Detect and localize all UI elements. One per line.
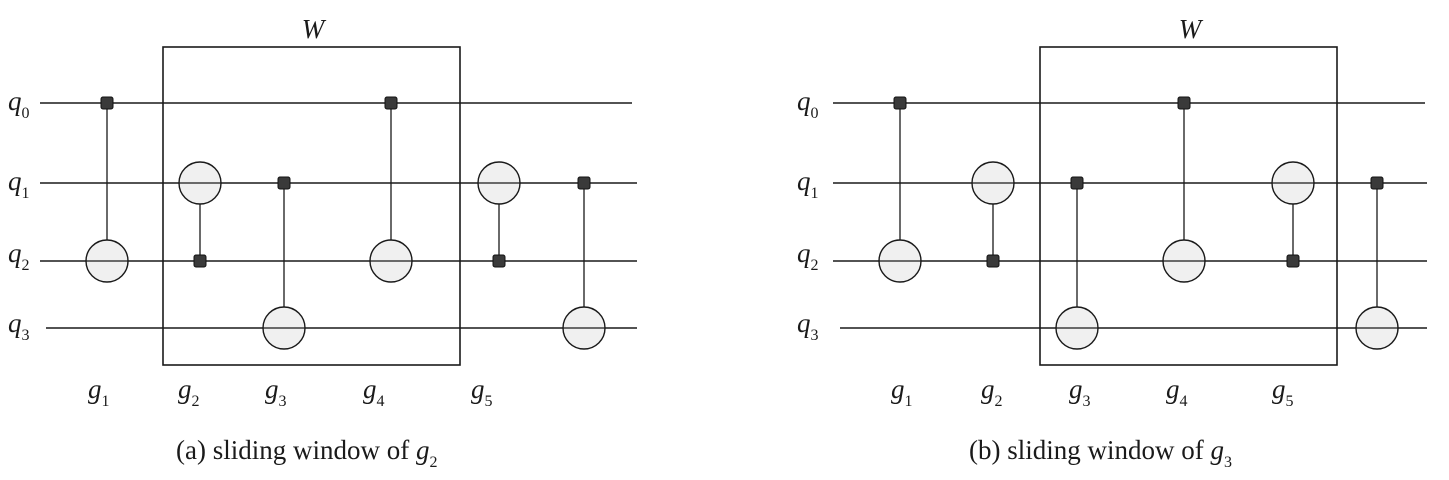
sliding-window-box bbox=[162, 46, 461, 366]
gate-label-g4: g4 bbox=[1166, 374, 1188, 410]
gate-label-g2: g2 bbox=[981, 374, 1003, 410]
gate-label-g1: g1 bbox=[891, 374, 913, 410]
control-dot bbox=[277, 176, 291, 190]
caption-b: (b) sliding window of g3 bbox=[969, 435, 1232, 471]
gate-label-g3: g3 bbox=[1069, 374, 1091, 410]
cnot-gate-g3 bbox=[1055, 176, 1099, 350]
panel-a: W q0 q1 q2 q3 bbox=[8, 14, 637, 471]
control-dot bbox=[100, 96, 114, 110]
window-label: W bbox=[302, 14, 327, 44]
control-dot bbox=[1370, 176, 1384, 190]
qubit-label-q0: q0 bbox=[797, 86, 819, 122]
control-dot bbox=[193, 254, 207, 268]
qubit-label-q2: q2 bbox=[797, 238, 819, 274]
control-dot bbox=[893, 96, 907, 110]
cnot-gate-g5 bbox=[1271, 161, 1315, 268]
cnot-gate-g1 bbox=[878, 96, 922, 283]
cnot-gate-g2 bbox=[178, 161, 222, 268]
qubit-label-q0: q0 bbox=[8, 86, 30, 122]
control-dot bbox=[986, 254, 1000, 268]
control-dot bbox=[492, 254, 506, 268]
panel-b: W q0 q1 q2 q3 bbox=[797, 14, 1427, 471]
gate-label-g5: g5 bbox=[471, 374, 493, 410]
sliding-window-box bbox=[1039, 46, 1338, 366]
cnot-gate-g5 bbox=[477, 161, 521, 268]
gate-label-g4: g4 bbox=[363, 374, 385, 410]
control-dot bbox=[577, 176, 591, 190]
control-dot bbox=[1070, 176, 1084, 190]
cnot-gate-g3 bbox=[262, 176, 306, 350]
control-dot bbox=[384, 96, 398, 110]
cnot-gate-6 bbox=[1355, 176, 1399, 350]
gate-label-g3: g3 bbox=[265, 374, 287, 410]
control-dot bbox=[1286, 254, 1300, 268]
qubit-label-q1: q1 bbox=[797, 166, 819, 202]
cnot-gate-g4 bbox=[1162, 96, 1206, 283]
window-label: W bbox=[1179, 14, 1204, 44]
control-dot bbox=[1177, 96, 1191, 110]
gate-label-g5: g5 bbox=[1272, 374, 1294, 410]
qubit-label-q3: q3 bbox=[8, 308, 30, 344]
qubit-label-q2: q2 bbox=[8, 238, 30, 274]
qubit-label-q3: q3 bbox=[797, 308, 819, 344]
cnot-gate-6 bbox=[562, 176, 606, 350]
cnot-gate-g4 bbox=[369, 96, 413, 283]
qubit-label-q1: q1 bbox=[8, 166, 30, 202]
cnot-gate-g1 bbox=[85, 96, 129, 283]
gate-label-g2: g2 bbox=[178, 374, 200, 410]
caption-a: (a) sliding window of g2 bbox=[176, 435, 437, 471]
cnot-gate-g2 bbox=[971, 161, 1015, 268]
gate-label-g1: g1 bbox=[88, 374, 110, 410]
